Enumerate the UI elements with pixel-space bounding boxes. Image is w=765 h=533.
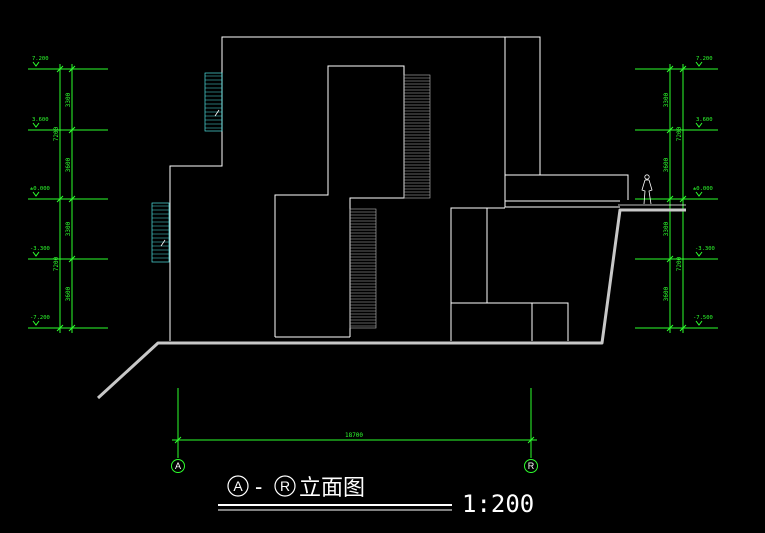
horizontal-dimension (171, 388, 538, 473)
left-dimension-values: 3300 3600 3300 3600 7200 7200 (53, 92, 72, 301)
dim-value: 3600 (663, 157, 670, 172)
left-level-labels: 7.200 3.600 ±0.000 -3.300 -7.200 (30, 56, 50, 321)
building-outline (169, 36, 629, 341)
level-label: 7.200 (32, 56, 49, 62)
level-label: -7.200 (30, 315, 50, 321)
title-text: 立面图 (299, 476, 365, 501)
stair-hatch-lower (349, 208, 377, 329)
drawing-scale: 1:200 (462, 490, 534, 518)
title-dash: - (255, 474, 262, 499)
right-level-scale (635, 61, 718, 333)
dim-value: 3300 (663, 92, 670, 107)
ground-line (96, 208, 686, 400)
dim-value: 3300 (663, 221, 670, 236)
overall-dimension-value: 18700 (345, 432, 363, 439)
level-label: 7.200 (696, 56, 713, 62)
level-label: 3.600 (32, 117, 49, 123)
dim-value: 3600 (65, 286, 72, 301)
dim-value: 3600 (65, 157, 72, 172)
dim-value: 7200 (53, 126, 60, 141)
dim-value: 7200 (676, 126, 683, 141)
dim-value: 3300 (65, 221, 72, 236)
dim-value: 7200 (676, 256, 683, 271)
level-label: -3.300 (30, 246, 50, 252)
right-level-labels: 7.200 3.600 ±0.000 -3.300 -7.500 (693, 56, 715, 321)
window-cyan-lower (151, 202, 170, 263)
person-figure-icon (641, 174, 653, 205)
axis-bubble-label: A (175, 461, 181, 471)
title-axis-start: A (233, 478, 243, 494)
level-label: -3.300 (695, 246, 715, 252)
dim-value: 3600 (663, 286, 670, 301)
level-label: ±0.000 (693, 186, 713, 192)
drawing-title: A - R 立面图 1:200 (218, 474, 534, 518)
left-level-scale (28, 61, 108, 333)
dim-value: 7200 (53, 256, 60, 271)
title-axis-end: R (280, 478, 290, 494)
level-label: -7.500 (693, 315, 713, 321)
right-dimension-values: 3300 3600 3300 3600 7200 7200 (663, 92, 683, 301)
level-label: ±0.000 (30, 186, 50, 192)
axis-bubble-label: R (528, 461, 535, 471)
window-cyan-upper (204, 72, 223, 132)
level-label: 3.600 (696, 117, 713, 123)
dim-value: 3300 (65, 92, 72, 107)
stair-hatch-upper (403, 74, 431, 199)
